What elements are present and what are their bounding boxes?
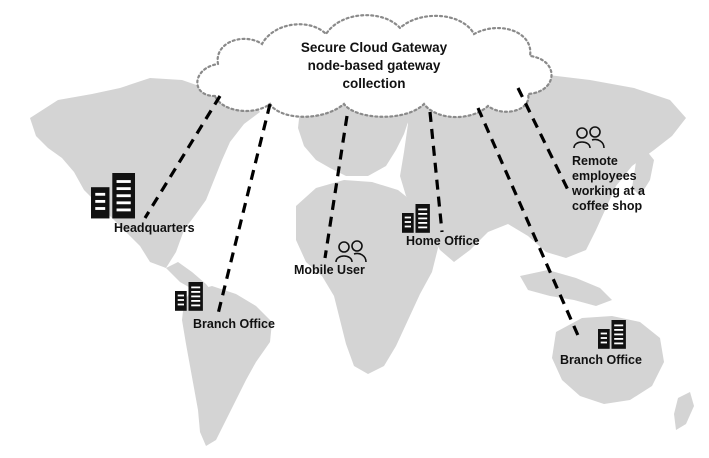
branch-office-americas-label: Branch Office — [193, 317, 275, 331]
remote-employees-label-line-1: Remote — [572, 154, 618, 168]
node-mobile-user: Mobile User — [294, 240, 367, 277]
map-australia — [552, 316, 664, 404]
connection-lines — [143, 87, 582, 341]
link-branch-office-americas — [215, 103, 272, 319]
secure-cloud-gateway: Secure Cloud Gateway node-based gateway … — [196, 14, 553, 119]
link-branch-office-australia — [476, 107, 582, 341]
link-home-office — [428, 111, 444, 233]
remote-employees-label-line-3: working at a — [571, 184, 646, 198]
users-icon — [573, 126, 605, 149]
node-branch-office-australia: Branch Office — [560, 320, 642, 367]
map-japan — [632, 150, 654, 196]
map-southeast-asia — [520, 270, 612, 306]
mobile-user-label: Mobile User — [294, 263, 365, 277]
world-map — [30, 60, 694, 446]
node-home-office: Home Office — [402, 204, 480, 248]
cloud-title: Secure Cloud Gateway — [301, 40, 448, 55]
link-remote-employees — [516, 87, 570, 191]
cloud-outline — [196, 14, 553, 119]
node-remote-employees: Remote employees working at a coffee sho… — [571, 126, 646, 213]
map-new-zealand — [674, 392, 694, 430]
office-building-icon — [175, 282, 203, 311]
cloud-subtitle: node-based gateway — [308, 58, 441, 73]
branch-office-australia-label: Branch Office — [560, 353, 642, 367]
node-headquarters: Headquarters — [91, 173, 195, 235]
link-headquarters — [143, 95, 222, 219]
users-icon — [335, 240, 367, 263]
node-branch-office-americas: Branch Office — [175, 282, 275, 331]
remote-employees-label-line-2: employees — [572, 169, 637, 183]
map-asia — [400, 74, 686, 262]
home-office-label: Home Office — [406, 234, 480, 248]
map-south-america — [182, 286, 272, 446]
cloud-subtitle-line-2: collection — [342, 76, 405, 91]
headquarters-label: Headquarters — [114, 221, 195, 235]
remote-employees-label-line-4: coffee shop — [572, 199, 643, 213]
link-mobile-user — [323, 115, 349, 259]
